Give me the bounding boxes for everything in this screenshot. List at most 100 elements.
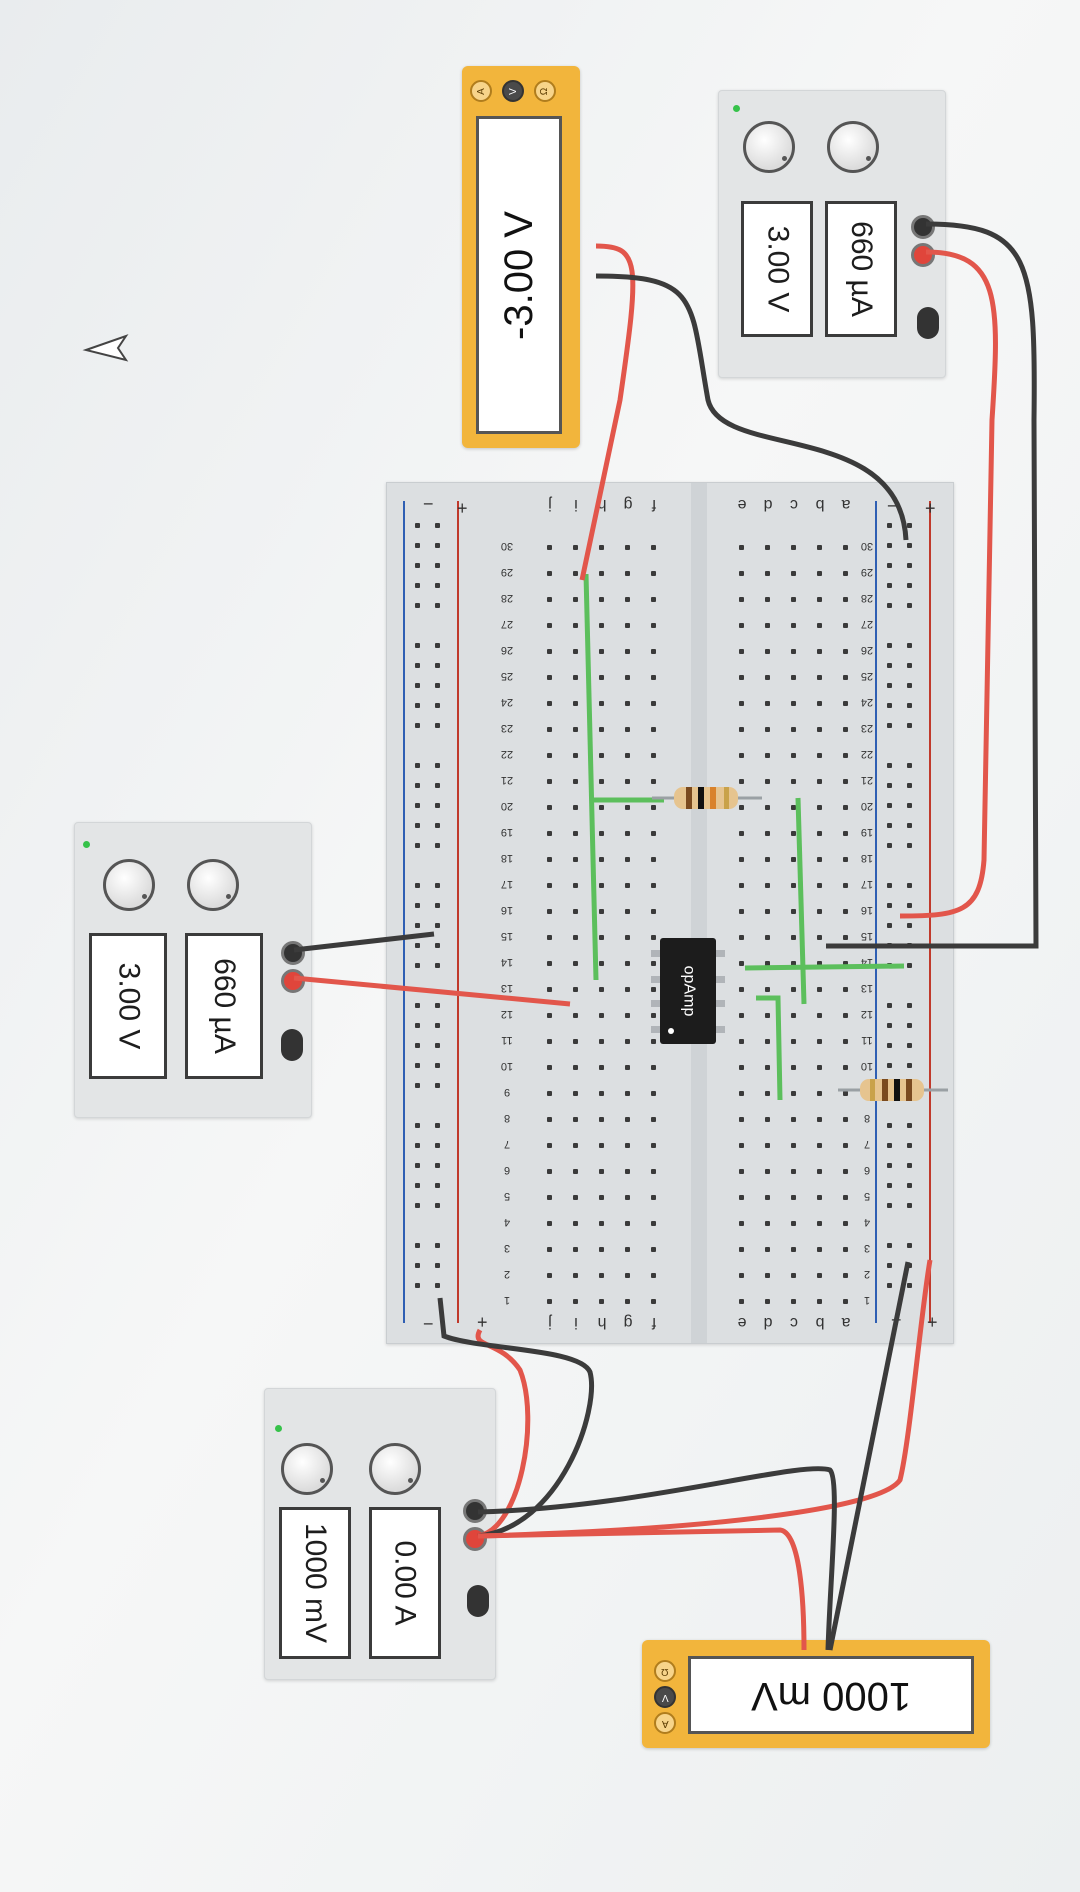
breadboard-hole[interactable] [625, 831, 630, 836]
breadboard-hole[interactable] [573, 1299, 578, 1304]
breadboard-hole[interactable] [765, 623, 770, 628]
breadboard-hole[interactable] [599, 571, 604, 576]
breadboard-hole[interactable] [791, 1065, 796, 1070]
breadboard-hole[interactable] [887, 883, 892, 888]
breadboard-hole[interactable] [907, 1163, 912, 1168]
breadboard-hole[interactable] [651, 545, 656, 550]
breadboard-hole[interactable] [599, 831, 604, 836]
breadboard-hole[interactable] [435, 563, 440, 568]
power-switch[interactable] [281, 1029, 303, 1061]
breadboard-hole[interactable] [573, 675, 578, 680]
breadboard-hole[interactable] [547, 571, 552, 576]
breadboard-hole[interactable] [843, 623, 848, 628]
breadboard-hole[interactable] [817, 675, 822, 680]
breadboard-hole[interactable] [651, 727, 656, 732]
breadboard-hole[interactable] [887, 903, 892, 908]
breadboard-hole[interactable] [573, 987, 578, 992]
breadboard-hole[interactable] [651, 883, 656, 888]
breadboard-hole[interactable] [907, 1203, 912, 1208]
breadboard-hole[interactable] [843, 727, 848, 732]
breadboard-hole[interactable] [791, 1195, 796, 1200]
jumper-wire-green[interactable] [583, 573, 599, 981]
breadboard-hole[interactable] [599, 597, 604, 602]
breadboard-hole[interactable] [435, 1183, 440, 1188]
breadboard-hole[interactable] [599, 909, 604, 914]
breadboard-hole[interactable] [791, 1221, 796, 1226]
breadboard-hole[interactable] [415, 703, 420, 708]
breadboard-hole[interactable] [573, 779, 578, 784]
breadboard-hole[interactable] [791, 987, 796, 992]
power-switch[interactable] [917, 307, 939, 339]
breadboard-hole[interactable] [907, 783, 912, 788]
breadboard-hole[interactable] [547, 831, 552, 836]
breadboard-hole[interactable] [739, 1299, 744, 1304]
breadboard-hole[interactable] [651, 1143, 656, 1148]
breadboard-hole[interactable] [843, 649, 848, 654]
current-knob[interactable] [187, 859, 239, 911]
breadboard-hole[interactable] [843, 987, 848, 992]
breadboard-hole[interactable] [843, 1169, 848, 1174]
breadboard-hole[interactable] [651, 1247, 656, 1252]
breadboard-hole[interactable] [599, 701, 604, 706]
breadboard-hole[interactable] [651, 1221, 656, 1226]
breadboard-hole[interactable] [739, 987, 744, 992]
breadboard-hole[interactable] [651, 1117, 656, 1122]
breadboard-hole[interactable] [573, 1117, 578, 1122]
breadboard-hole[interactable] [415, 1043, 420, 1048]
breadboard-hole[interactable] [887, 1203, 892, 1208]
breadboard-hole[interactable] [791, 805, 796, 810]
breadboard-hole[interactable] [791, 545, 796, 550]
breadboard-hole[interactable] [547, 675, 552, 680]
breadboard-hole[interactable] [907, 543, 912, 548]
breadboard-hole[interactable] [907, 903, 912, 908]
breadboard-hole[interactable] [435, 543, 440, 548]
breadboard-hole[interactable] [907, 1043, 912, 1048]
breadboard-hole[interactable] [791, 935, 796, 940]
breadboard-hole[interactable] [573, 805, 578, 810]
breadboard-hole[interactable] [415, 803, 420, 808]
opamp-pin[interactable] [716, 976, 725, 983]
breadboard-hole[interactable] [817, 753, 822, 758]
jumper-wire-green[interactable] [744, 963, 905, 971]
breadboard-hole[interactable] [599, 753, 604, 758]
supply-wire-black[interactable] [293, 931, 435, 953]
breadboard-hole[interactable] [791, 753, 796, 758]
breadboard-hole[interactable] [817, 1117, 822, 1122]
breadboard-hole[interactable] [651, 597, 656, 602]
breadboard-hole[interactable] [573, 649, 578, 654]
breadboard-hole[interactable] [843, 1091, 848, 1096]
power-supply-bottom[interactable]: 1000 mV 0.00 A [264, 1388, 496, 1680]
breadboard-hole[interactable] [547, 597, 552, 602]
breadboard-hole[interactable] [599, 1091, 604, 1096]
supply-wire-red[interactable] [899, 249, 998, 919]
breadboard-hole[interactable] [887, 923, 892, 928]
breadboard-hole[interactable] [887, 583, 892, 588]
breadboard-hole[interactable] [843, 961, 848, 966]
breadboard-hole[interactable] [651, 753, 656, 758]
breadboard-hole[interactable] [887, 1183, 892, 1188]
breadboard-hole[interactable] [415, 1143, 420, 1148]
breadboard-hole[interactable] [415, 1003, 420, 1008]
breadboard-hole[interactable] [739, 545, 744, 550]
breadboard-hole[interactable] [765, 1221, 770, 1226]
breadboard-hole[interactable] [765, 571, 770, 576]
breadboard-hole[interactable] [843, 779, 848, 784]
breadboard-hole[interactable] [765, 935, 770, 940]
multimeter-input[interactable]: 1000 mV A V Ω [642, 1640, 990, 1748]
opamp-pin[interactable] [716, 1000, 725, 1007]
breadboard-hole[interactable] [435, 943, 440, 948]
breadboard-hole[interactable] [817, 883, 822, 888]
breadboard-hole[interactable] [791, 1143, 796, 1148]
breadboard-hole[interactable] [843, 545, 848, 550]
breadboard-hole[interactable] [435, 683, 440, 688]
breadboard-hole[interactable] [435, 1143, 440, 1148]
breadboard-hole[interactable] [547, 701, 552, 706]
breadboard-hole[interactable] [547, 1117, 552, 1122]
breadboard-hole[interactable] [887, 563, 892, 568]
breadboard-hole[interactable] [599, 935, 604, 940]
breadboard-hole[interactable] [739, 571, 744, 576]
breadboard-hole[interactable] [791, 1013, 796, 1018]
breadboard-hole[interactable] [907, 683, 912, 688]
breadboard-hole[interactable] [887, 1043, 892, 1048]
